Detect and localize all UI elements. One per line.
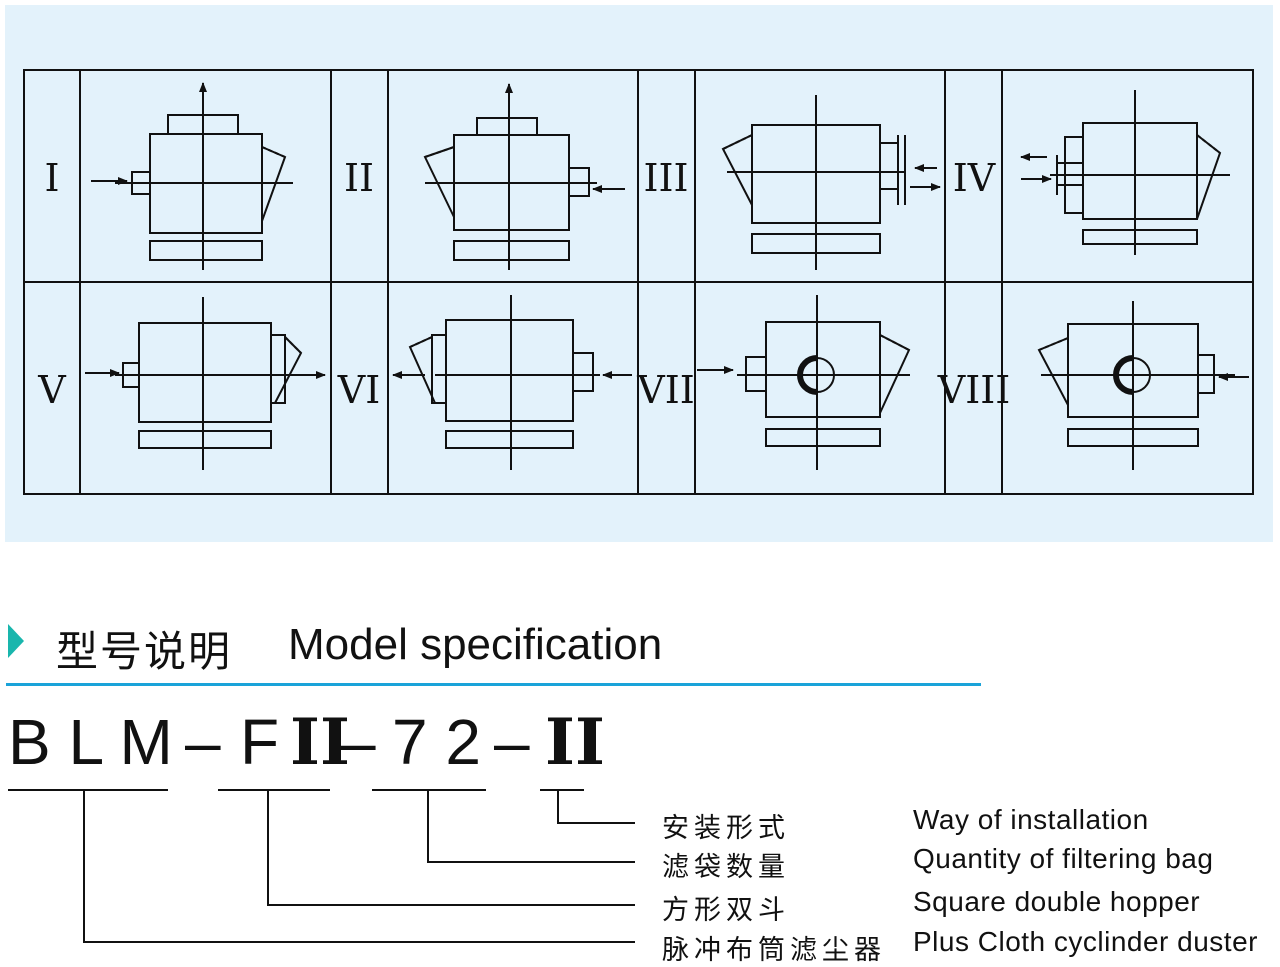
code-part-hopper-count: II [290, 705, 350, 780]
install-type-4-drawing [1020, 90, 1230, 255]
install-type-2-drawing [423, 83, 625, 270]
cell-label-3: III [643, 156, 688, 200]
cell-label-4: IV [953, 156, 996, 200]
code-part-hopper: F [240, 706, 280, 778]
code-part-dash-2: – [340, 706, 376, 778]
spec-row-2-cn: 滤袋数量 [662, 852, 790, 883]
install-type-7-drawing [697, 295, 911, 470]
cell-label-8: VIII [937, 368, 1010, 412]
installation-diagram: I II III IV V VI VII VIII [23, 69, 1254, 495]
install-type-5-drawing [85, 297, 326, 470]
spec-row-1-cn: 安装形式 [662, 813, 790, 844]
section-arrow-icon [8, 624, 24, 658]
section-title-en: Model specification [288, 620, 663, 669]
install-type-1-drawing [91, 82, 293, 270]
spec-row-1-en: Way of installation [913, 804, 1149, 835]
diagram-grid [23, 69, 1254, 495]
section-title-cn: 型号说明 [56, 627, 233, 676]
code-part-dash-1: – [185, 706, 221, 778]
code-part-bag-count: 7 2 [392, 706, 481, 778]
installation-diagram-panel: I II III IV V VI VII VIII [5, 5, 1273, 542]
code-part-dash-3: – [494, 706, 530, 778]
cell-label-1: I [44, 156, 59, 200]
spec-row-3-en: Square double hopper [913, 886, 1201, 917]
install-type-8-drawing [1037, 301, 1249, 470]
install-type-6-drawing [392, 295, 632, 470]
section-divider [6, 683, 981, 686]
cell-label-6: VI [337, 368, 380, 412]
cell-label-2: II [344, 156, 374, 200]
spec-row-4-cn: 脉冲布筒滤尘器 [662, 935, 886, 966]
spec-row-3-cn: 方形双斗 [662, 895, 790, 926]
install-type-3-drawing [721, 95, 941, 270]
leader-lines [8, 789, 635, 943]
code-part-series: B L M [8, 706, 173, 778]
code-part-install: II [545, 705, 605, 780]
cell-label-7: VII [636, 368, 694, 412]
spec-row-2-en: Quantity of filtering bag [913, 843, 1214, 874]
cell-label-5: V [37, 368, 66, 412]
spec-row-4-en: Plus Cloth cyclinder duster [913, 926, 1258, 957]
